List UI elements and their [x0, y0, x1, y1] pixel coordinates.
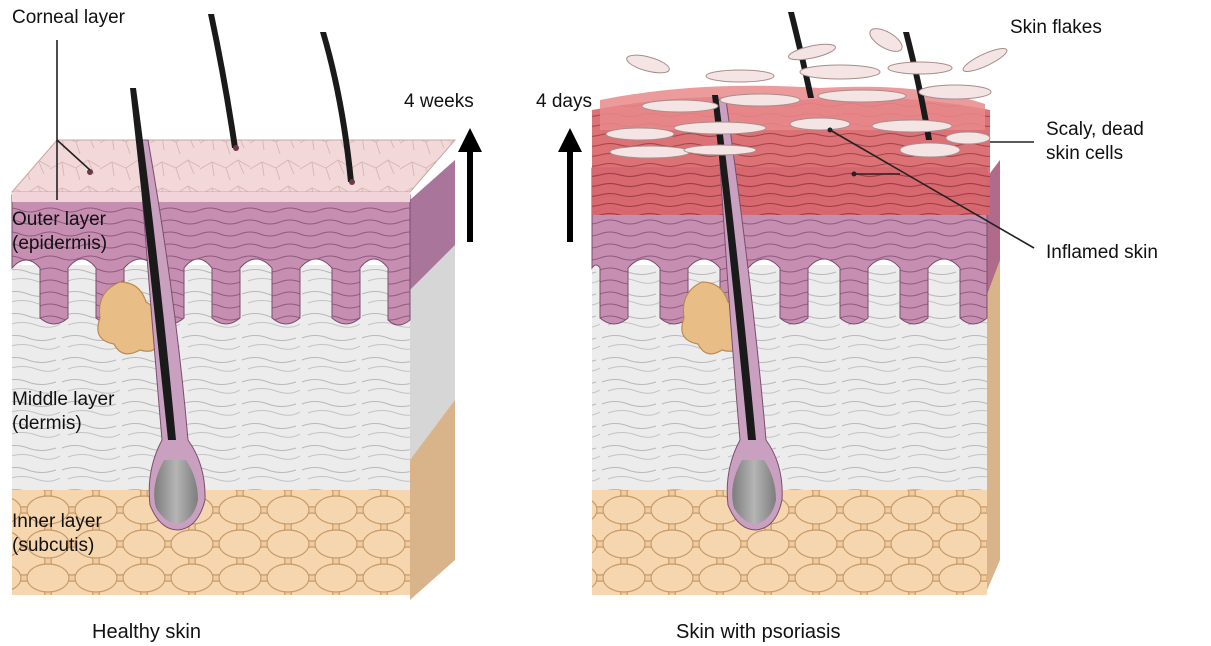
label-skin-flakes: Skin flakes	[1010, 16, 1102, 40]
label-corneal-layer: Corneal layer	[12, 6, 125, 30]
label-inner-layer: Inner layer	[12, 510, 102, 534]
label-dermis: (dermis)	[12, 412, 82, 436]
caption-healthy-skin: Healthy skin	[92, 620, 201, 644]
label-inflamed-skin: Inflamed skin	[1046, 241, 1158, 265]
label-scaly-cells-line1: Scaly, dead	[1046, 118, 1144, 142]
hair-on-surface-1	[208, 14, 238, 148]
psoriasis-subcutis-layer	[592, 488, 987, 595]
label-duration-healthy: 4 weeks	[404, 90, 474, 114]
label-epidermis: (epidermis)	[12, 232, 107, 256]
arrow-4-days	[558, 128, 582, 242]
caption-psoriasis-skin: Skin with psoriasis	[676, 620, 841, 644]
label-middle-layer: Middle layer	[12, 388, 114, 412]
label-outer-layer: Outer layer	[12, 208, 106, 232]
label-duration-psoriasis: 4 days	[536, 90, 592, 114]
label-subcutis: (subcutis)	[12, 534, 94, 558]
label-scaly-cells-line2: skin cells	[1046, 142, 1123, 166]
arrow-4-weeks	[458, 128, 482, 242]
